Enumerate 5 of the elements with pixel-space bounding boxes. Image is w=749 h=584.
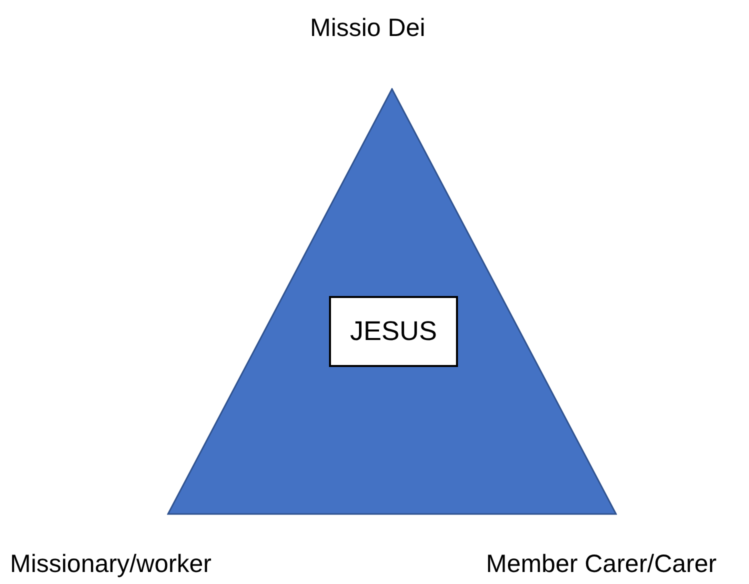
vertex-label: Member Carer/Carer bbox=[486, 550, 717, 579]
vertex-label: Missio Dei bbox=[310, 14, 426, 43]
triangle-shape bbox=[167, 88, 617, 515]
label-box: JESUS bbox=[329, 296, 458, 367]
vertex-label: Missionary/worker bbox=[10, 550, 212, 579]
